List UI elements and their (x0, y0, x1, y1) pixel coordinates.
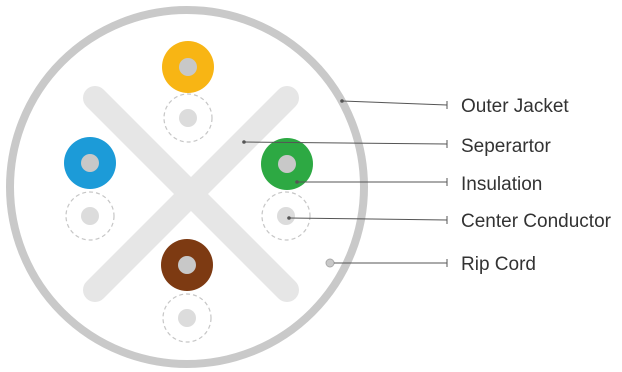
green-conductor (278, 155, 296, 173)
orange-pair-conductor (179, 109, 197, 127)
label-separator: Seperartor (461, 136, 551, 157)
separator (83, 86, 299, 302)
rip-cord (325, 258, 335, 268)
label-rip-cord: Rip Cord (461, 254, 536, 275)
orange-conductor (179, 58, 197, 76)
brown-pair (161, 239, 213, 343)
brown-conductor (178, 256, 196, 274)
orange-pair (162, 41, 214, 143)
blue-pair (64, 137, 116, 241)
label-center-conductor: Center Conductor (461, 211, 612, 232)
green-pair (261, 138, 313, 241)
green-pair-conductor (277, 207, 295, 225)
leader-rip-cord (334, 259, 448, 267)
blue-conductor (81, 154, 99, 172)
label-insulation: Insulation (461, 174, 542, 195)
blue-pair-conductor (81, 207, 99, 225)
leader-insulation (295, 178, 448, 186)
leader-outer-jacket (340, 99, 448, 109)
leader-center-conductor (287, 216, 448, 224)
label-outer-jacket: Outer Jacket (461, 96, 569, 117)
leader-separator (242, 140, 448, 148)
brown-pair-conductor (178, 309, 196, 327)
